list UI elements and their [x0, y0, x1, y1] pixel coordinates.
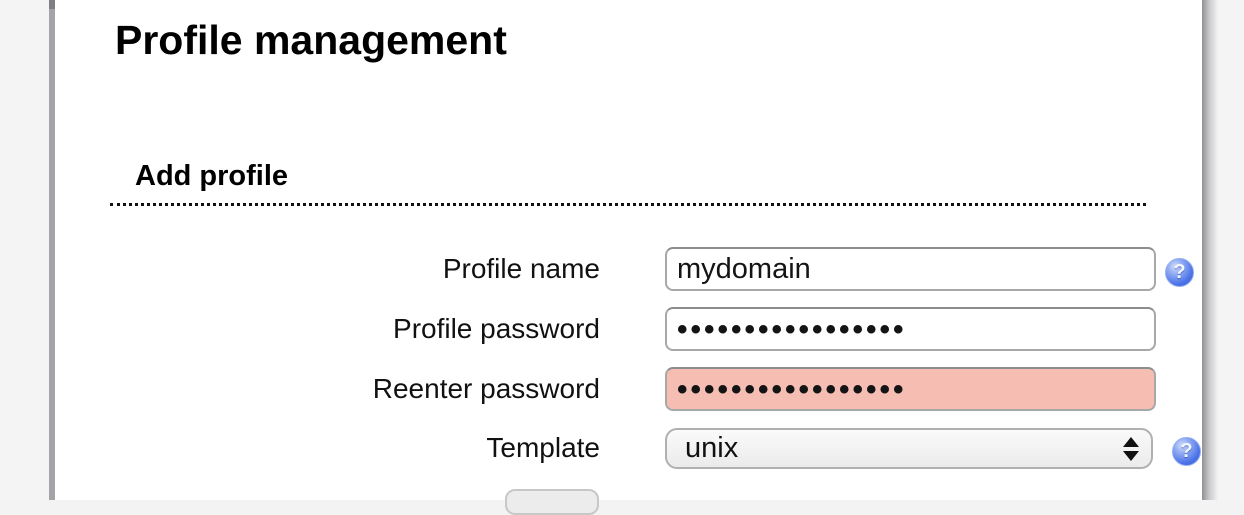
profile-password-input[interactable] — [665, 307, 1156, 351]
profile-password-label: Profile password — [393, 313, 600, 344]
section-divider: Add profile — [110, 158, 1146, 206]
section-heading: Add profile — [135, 160, 289, 192]
add-button-partial[interactable] — [505, 489, 599, 515]
right-gutter — [1218, 0, 1244, 500]
profile-name-input[interactable] — [665, 247, 1156, 291]
left-pane-border — [49, 0, 55, 500]
template-label: Template — [486, 432, 600, 463]
reenter-password-label: Reenter password — [372, 373, 600, 404]
help-icon-profile-name[interactable]: ? — [1165, 258, 1194, 287]
profile-name-label: Profile name — [442, 253, 600, 284]
template-selected-value: unix — [685, 432, 739, 464]
template-select[interactable]: unix — [665, 428, 1153, 469]
left-pane-border-notch — [49, 0, 55, 9]
select-stepper-icon — [1123, 436, 1139, 461]
content-pane: Profile management Add profile Profile n… — [55, 0, 1202, 515]
page-title: Profile management — [115, 17, 507, 63]
reenter-password-input[interactable] — [665, 367, 1156, 411]
question-mark-glyph: ? — [1180, 440, 1193, 462]
left-gutter — [0, 0, 49, 500]
chevron-up-icon — [1123, 436, 1139, 447]
help-icon-template[interactable]: ? — [1172, 437, 1201, 466]
chevron-down-icon — [1123, 450, 1139, 461]
right-pane-border — [1202, 0, 1218, 500]
question-mark-glyph: ? — [1173, 261, 1186, 283]
